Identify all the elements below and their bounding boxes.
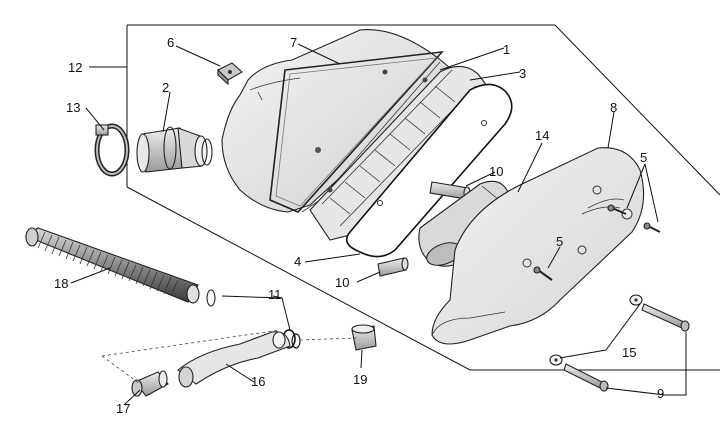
label-part-16: 16 bbox=[251, 374, 265, 389]
hose-clamp bbox=[94, 123, 130, 177]
label-part-1: 1 bbox=[503, 42, 510, 57]
hose-oring bbox=[206, 289, 216, 307]
label-part-17: 17 bbox=[116, 401, 130, 416]
alignment-lines bbox=[101, 329, 357, 385]
washers bbox=[549, 294, 643, 366]
label-part-8: 8 bbox=[610, 100, 617, 115]
intake-duct bbox=[418, 180, 511, 267]
label-part-11: 11 bbox=[268, 287, 282, 302]
label-part-3: 3 bbox=[519, 66, 526, 81]
label-part-5-upper: 5 bbox=[640, 150, 647, 165]
label-part-6: 6 bbox=[167, 35, 174, 50]
leader-lines bbox=[70, 43, 687, 406]
cover-screws bbox=[533, 204, 661, 281]
label-part-9: 9 bbox=[657, 386, 664, 401]
spacer-tube-lower bbox=[377, 257, 409, 277]
label-part-10-lower: 10 bbox=[335, 275, 349, 290]
label-part-18: 18 bbox=[54, 276, 68, 291]
drain-hose bbox=[177, 331, 291, 388]
air-box-cover bbox=[431, 147, 645, 345]
label-part-12: 12 bbox=[68, 60, 82, 75]
corrugated-intake-hose bbox=[24, 227, 216, 307]
label-part-15: 15 bbox=[622, 345, 636, 360]
label-part-13: 13 bbox=[66, 100, 80, 115]
hose-fitting bbox=[351, 324, 377, 351]
label-part-19: 19 bbox=[353, 372, 367, 387]
label-part-5-lower: 5 bbox=[556, 234, 563, 249]
clip bbox=[217, 62, 243, 86]
label-part-7: 7 bbox=[290, 35, 297, 50]
air-filter-element bbox=[345, 83, 513, 258]
intake-sleeve bbox=[136, 126, 213, 173]
drain-plug bbox=[131, 370, 169, 397]
label-part-14: 14 bbox=[535, 128, 549, 143]
label-part-10-upper: 10 bbox=[489, 164, 503, 179]
part-labels: 1 2 3 4 5 5 6 7 8 9 10 10 11 12 13 14 15… bbox=[54, 35, 664, 416]
label-part-4: 4 bbox=[294, 254, 301, 269]
air-box-gasket bbox=[269, 50, 445, 213]
mounting-bolts bbox=[563, 303, 690, 392]
label-part-2: 2 bbox=[162, 80, 169, 95]
